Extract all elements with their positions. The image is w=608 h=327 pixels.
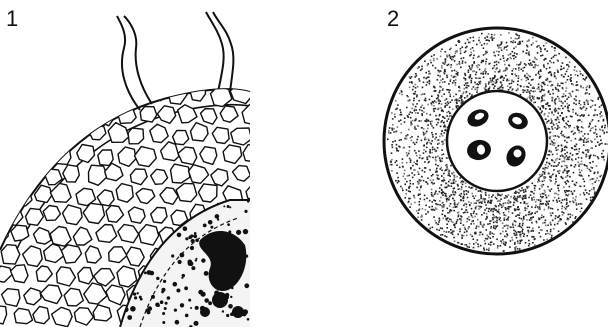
root-cross-section bbox=[0, 12, 262, 327]
root-hair-right bbox=[206, 12, 233, 92]
root-hair-left bbox=[117, 16, 152, 110]
inner-cavity bbox=[447, 91, 547, 191]
spore-cross-section bbox=[384, 28, 608, 254]
